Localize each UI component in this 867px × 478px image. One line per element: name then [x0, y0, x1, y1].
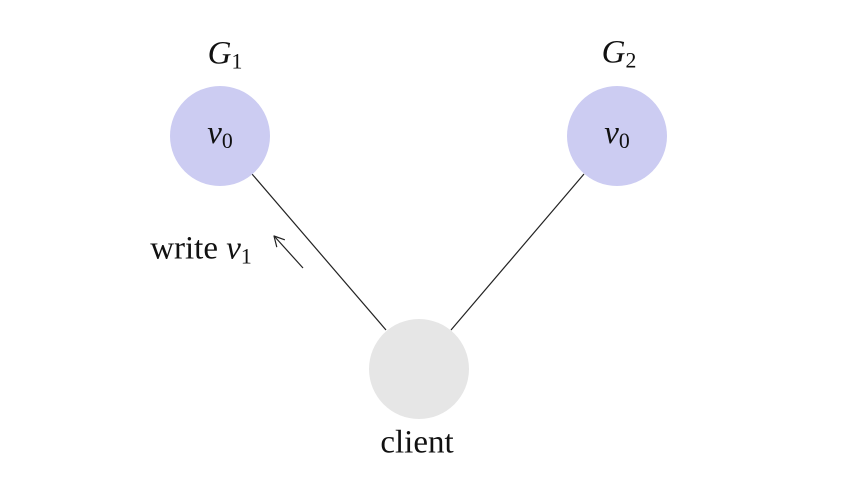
g2-title-sub: 2: [625, 48, 637, 73]
write-var-sub: 1: [240, 244, 252, 269]
node-g1-title: G1: [207, 35, 243, 74]
g1-title-base: G: [207, 35, 232, 72]
node-client-label: client: [380, 424, 454, 461]
g1-value-sub: 0: [221, 128, 233, 153]
g2-title-base: G: [601, 34, 626, 71]
write-arrowhead-icon: [273, 235, 285, 248]
edge-g1-client: [251, 173, 387, 331]
write-action-text: write: [150, 230, 227, 267]
node-g1: v0: [170, 86, 270, 186]
write-var-base: v: [226, 230, 241, 267]
g1-title-sub: 1: [231, 49, 243, 74]
node-g2-title: G2: [601, 34, 637, 73]
g2-value-base: v: [604, 114, 619, 151]
node-g2-value: v0: [604, 114, 630, 153]
node-g1-value: v0: [207, 114, 233, 153]
g2-value-sub: 0: [618, 128, 630, 153]
edge-g2-client: [450, 173, 585, 331]
node-client: [369, 319, 469, 419]
g1-value-base: v: [207, 114, 222, 151]
write-edge-label: write v1: [150, 230, 252, 269]
write-arrow: [273, 235, 304, 269]
node-g2: v0: [567, 86, 667, 186]
write-arrow-shaft: [274, 236, 304, 269]
